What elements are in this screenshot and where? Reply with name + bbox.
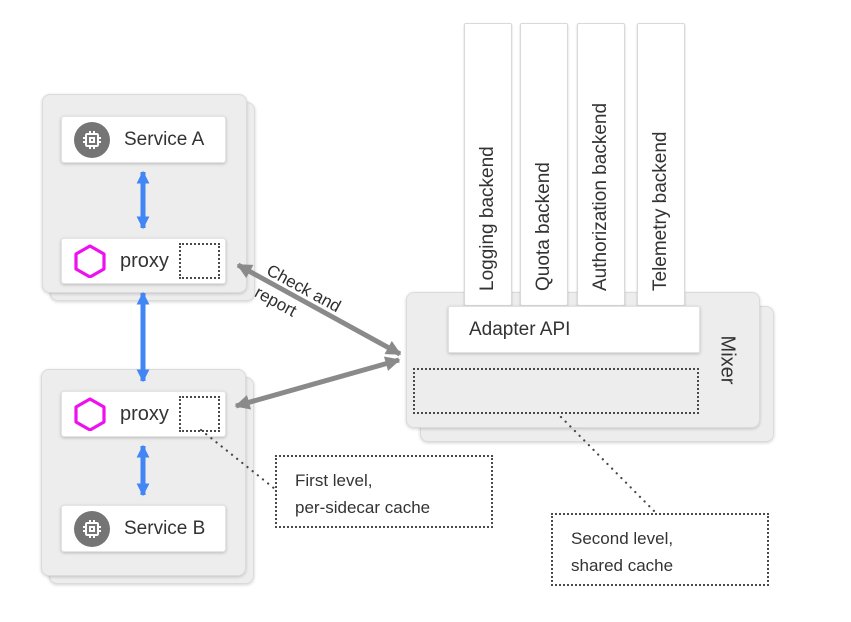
service-a-node: Service A [61,116,226,163]
backend-logging-label: Logging backend [477,146,498,291]
backend-quota-label: Quota backend [533,162,554,291]
mixer-shared-cache-slot [413,368,699,414]
mixer-label: Mixer [716,335,739,385]
service-a-label: Service A [124,128,205,150]
backend-quota: Quota backend [520,23,568,306]
second-level-cache-callout: Second level, shared cache [551,513,769,586]
backend-logging: Logging backend [464,23,512,306]
arrow-mixer-proxy-b [234,356,401,410]
chip-icon [74,510,110,547]
check-and-report-annotation: Check and report [250,258,374,356]
second-level-cache-line1: Second level, [571,529,674,548]
backend-authorization: Authorization backend [577,23,625,306]
first-level-cache-line2: per-sidecar cache [295,498,431,517]
proxy-b-label: proxy [120,402,169,425]
proxy-a-label: proxy [120,249,169,272]
adapter-api-label: Adapter API [469,318,571,340]
backend-authorization-label: Authorization backend [590,102,611,291]
proxy-a-node: proxy [61,238,226,284]
first-level-cache-callout: First level, per-sidecar cache [275,455,493,528]
proxy-a-cache-slot [179,243,220,279]
first-level-cache-line1: First level, [295,471,373,490]
backend-telemetry: Telemetry backend [637,23,685,306]
backend-telemetry-label: Telemetry backend [650,131,671,291]
second-level-cache-line2: shared cache [571,556,674,575]
proxy-b-cache-slot [179,396,220,432]
service-b-node: Service B [61,505,226,552]
chip-icon [74,121,110,158]
hexagon-icon [74,397,106,431]
adapter-api-box: Adapter API [448,306,700,353]
hexagon-icon [74,244,106,278]
proxy-b-node: proxy [61,391,226,437]
service-b-label: Service B [124,517,206,539]
